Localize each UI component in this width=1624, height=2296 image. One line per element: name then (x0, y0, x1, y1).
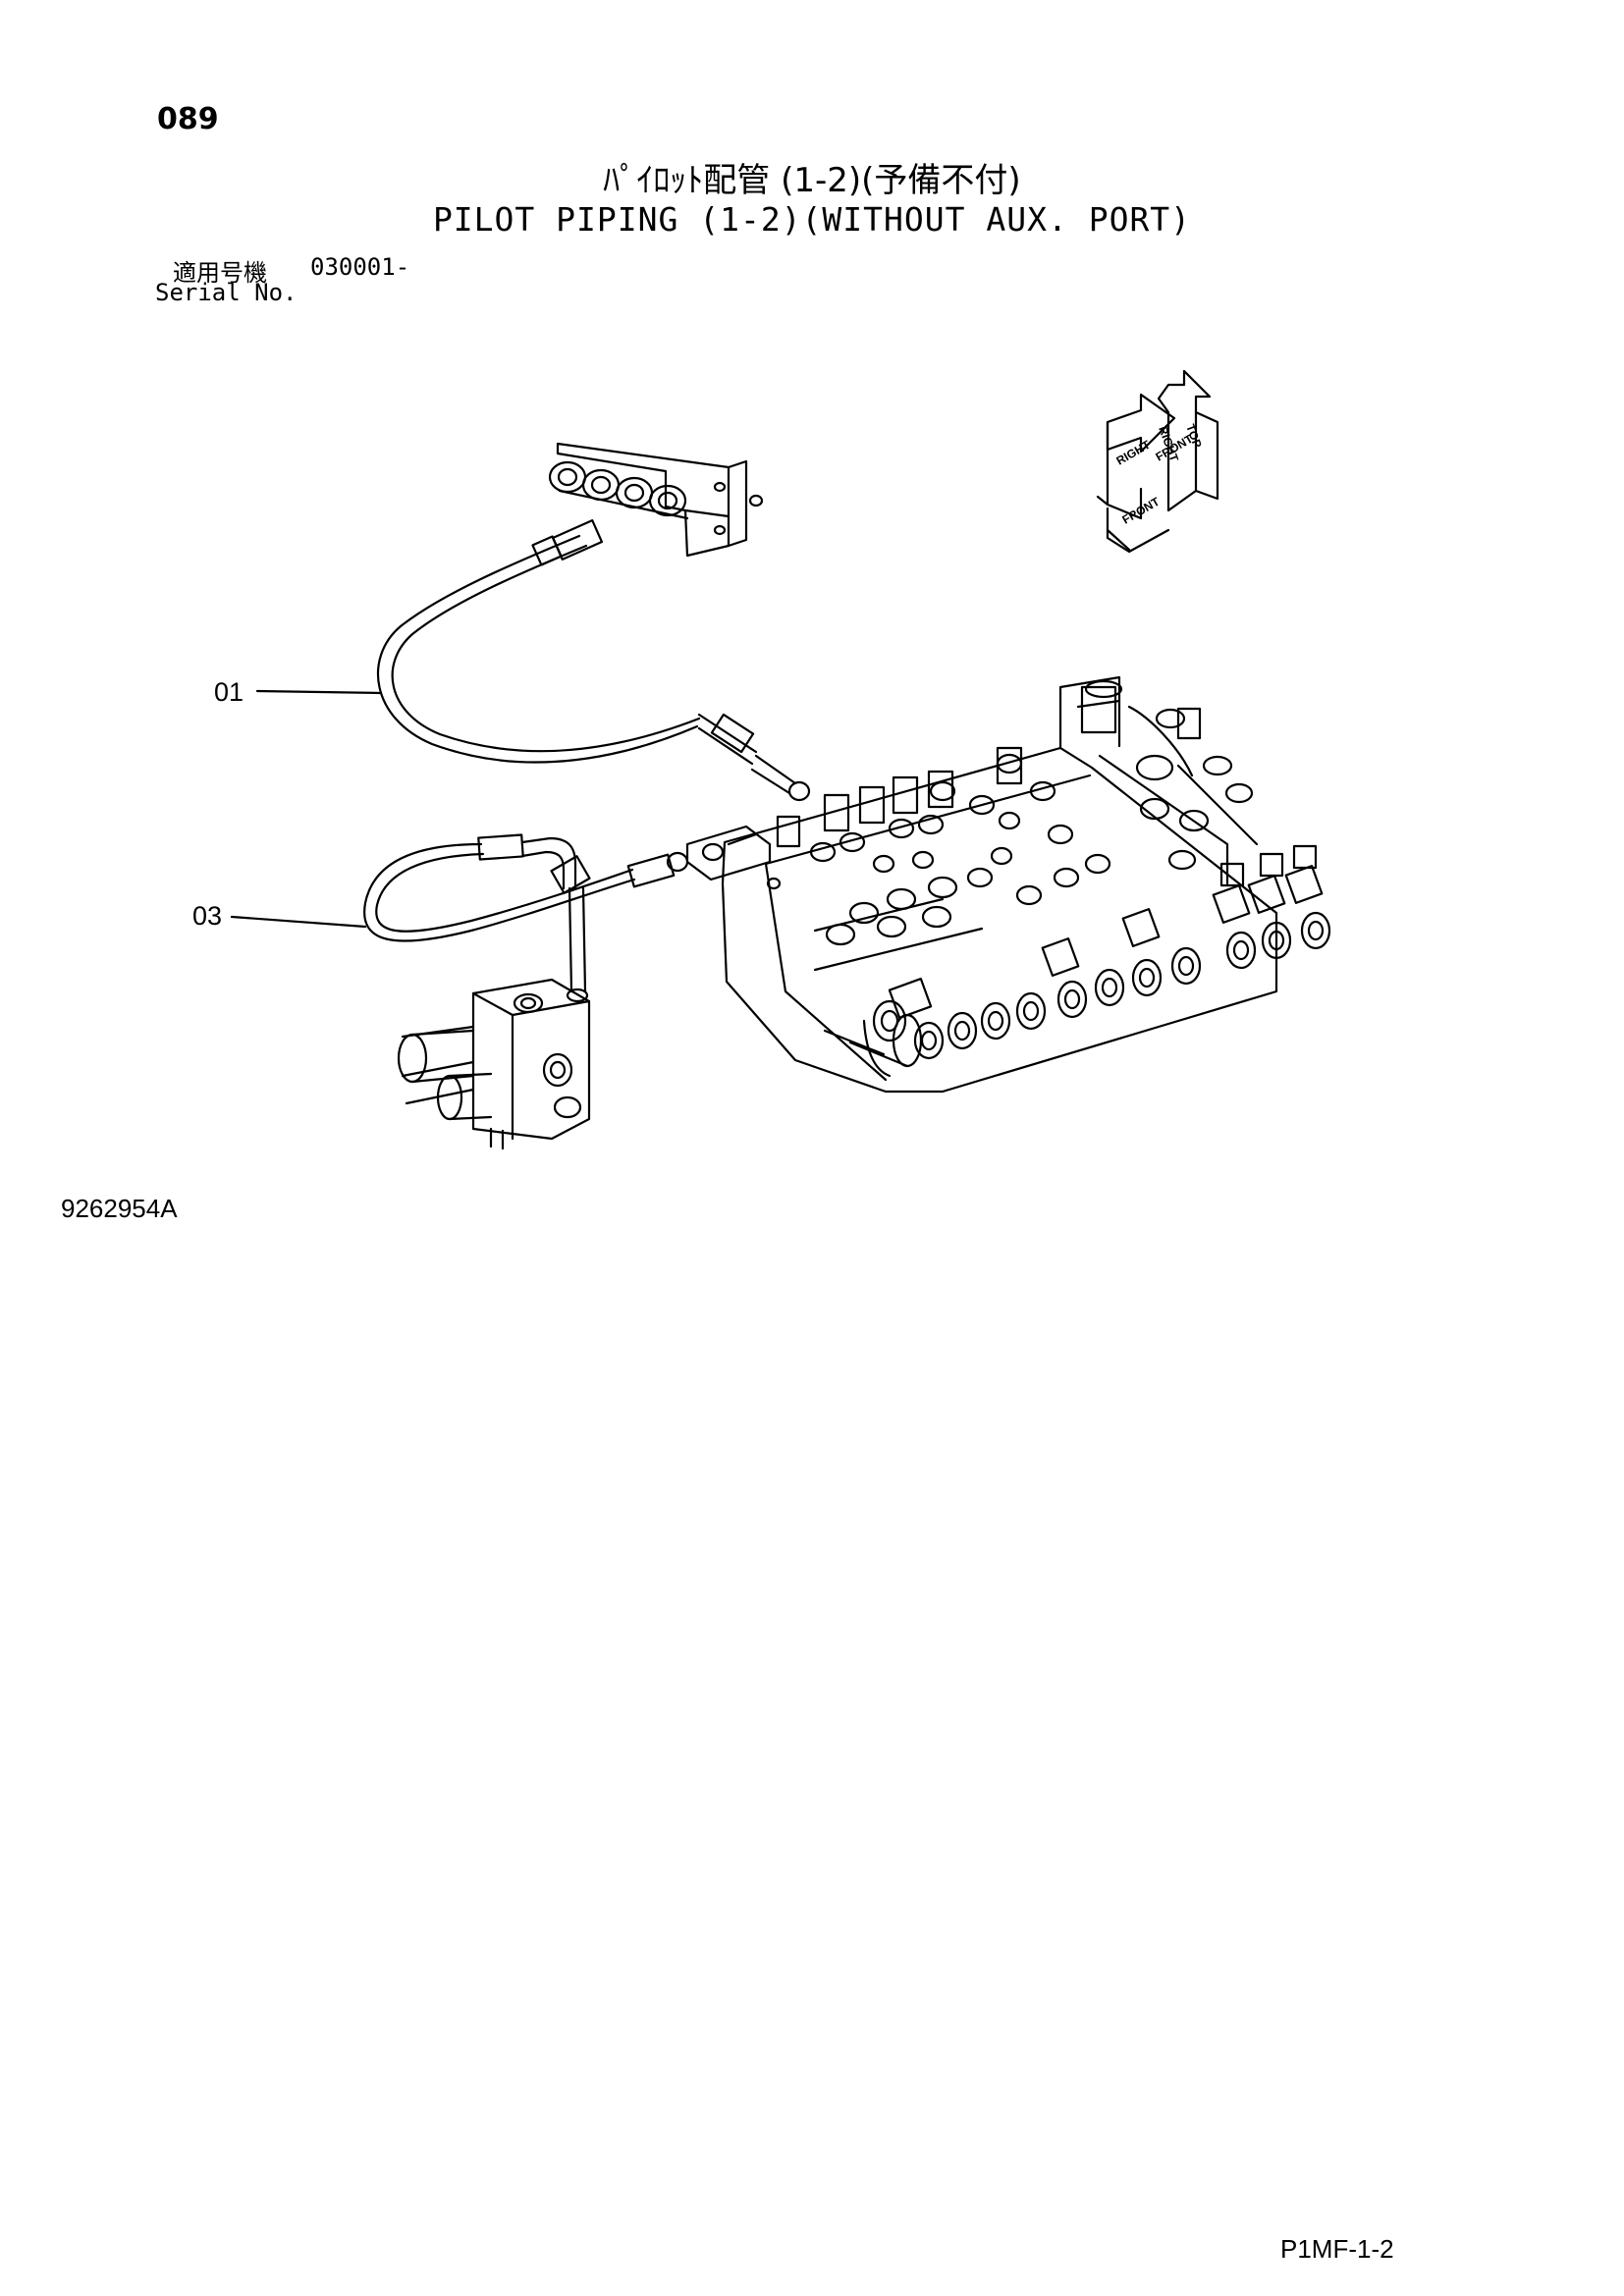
sheet-code: P1MF-1-2 (1280, 2234, 1394, 2264)
page-number: 089 (157, 102, 219, 136)
orientation-label-right-lower: RIGHT (1114, 437, 1154, 467)
hose-03 (364, 834, 687, 1001)
leader-line-01 (257, 691, 381, 693)
title-japanese: ﾊﾟｲﾛｯﾄ配管 (1-2)(予備不付) (603, 161, 1021, 200)
serial-number-range: 030001- (310, 253, 410, 281)
leader-line-03 (232, 917, 365, 927)
drawing-number: 9262954A (61, 1194, 178, 1223)
valve-block (399, 980, 589, 1148)
control-valve (687, 677, 1329, 1092)
callout-label-03: 03 (192, 901, 223, 931)
title-english: PILOT PIPING (1-2)(WITHOUT AUX. PORT) (432, 200, 1192, 239)
applicable-serial-label-ja: 適用号機 (173, 259, 267, 287)
callout-label-01: 01 (214, 677, 244, 707)
orientation-indicator (1098, 371, 1218, 552)
serial-label-en: Serial No. (155, 279, 298, 306)
bracket-block (550, 444, 762, 556)
hose-01 (378, 520, 809, 800)
